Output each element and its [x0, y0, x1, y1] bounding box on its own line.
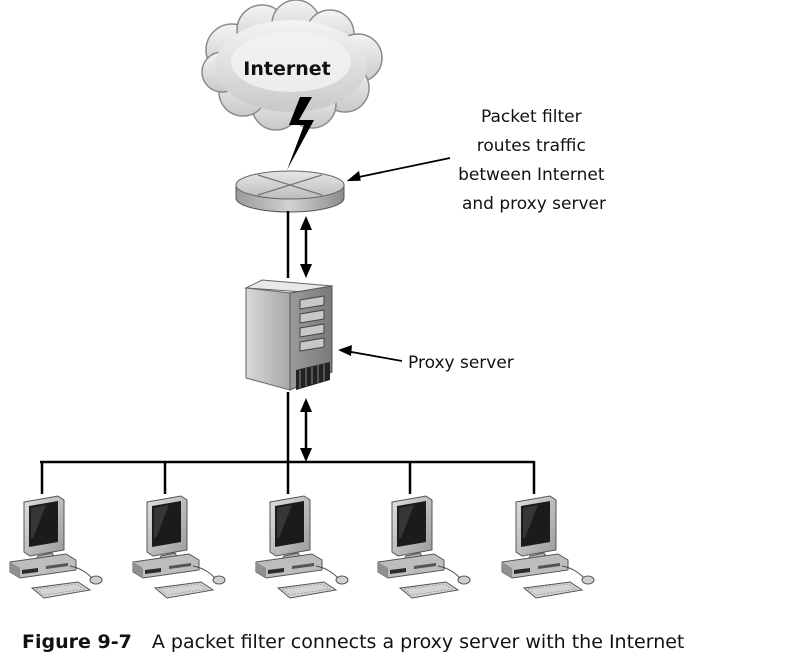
- workstation-icon: [377, 495, 471, 599]
- figure-caption-text: A packet filter connects a proxy server …: [152, 631, 685, 653]
- packet-filter-label-line: and proxy server: [462, 194, 606, 214]
- workstation-icon: [501, 495, 595, 599]
- network-bus: [40, 460, 536, 494]
- internet-label: Internet: [243, 58, 330, 80]
- packet-filter-label-line: Packet filter: [481, 107, 582, 127]
- figure-number: Figure 9-7: [22, 631, 132, 653]
- packet-filter-label-line: routes traffic: [477, 136, 586, 156]
- figure-caption: Figure 9-7 A packet filter connects a pr…: [22, 631, 684, 653]
- lightning-bolt-icon: [287, 97, 314, 170]
- proxy-server-icon: [244, 279, 334, 391]
- workstation-group: [9, 495, 595, 599]
- packet-filter-callout: Packet filter routes traffic between Int…: [346, 107, 610, 214]
- packet-filter-label-line: between Internet: [458, 165, 605, 185]
- packet-filter-router: [235, 170, 345, 213]
- packet-filter-label: Packet filter routes traffic between Int…: [458, 107, 610, 214]
- workstation-icon: [132, 495, 226, 599]
- traffic-arrow-upper: [300, 216, 312, 278]
- proxy-server-label: Proxy server: [408, 353, 514, 373]
- workstation-icon: [9, 495, 103, 599]
- workstation-icon: [255, 495, 349, 599]
- proxy-server-callout: Proxy server: [338, 345, 514, 373]
- internet-cloud: Internet: [201, 0, 383, 131]
- traffic-arrow-lower: [300, 398, 312, 462]
